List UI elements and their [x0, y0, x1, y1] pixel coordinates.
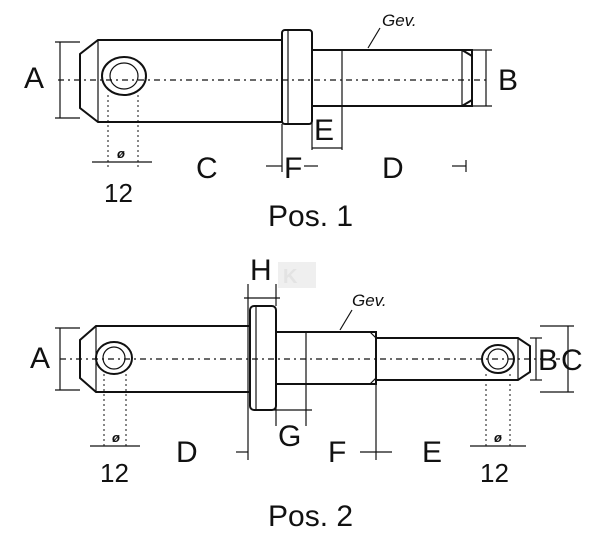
- pos1-cross-hole: [101, 56, 147, 96]
- pos2-label-d: D: [176, 436, 198, 469]
- pos2-label-g: G: [278, 420, 301, 453]
- pos1-label-d: D: [382, 152, 404, 185]
- pos2-drawing: [55, 284, 574, 460]
- pos2-label-e: E: [422, 436, 442, 469]
- pos1-label-c: C: [196, 152, 218, 185]
- pos1-label-f: F: [284, 152, 302, 185]
- pos2-label-c: C: [561, 344, 583, 377]
- svg-text:K: K: [283, 266, 298, 288]
- watermark-logo: K: [278, 262, 316, 288]
- pos2-thread-label: Gev.: [352, 291, 387, 310]
- pos1-label-a: A: [24, 62, 44, 95]
- pos2-hole-size-right: 12: [480, 458, 509, 488]
- pos2-left-cross-hole: [95, 341, 133, 375]
- pos1-thread-label: Gev.: [382, 11, 417, 30]
- pos1-collar: [281, 29, 313, 125]
- pos2-label-b: B: [538, 344, 558, 377]
- pos2-label-f: F: [328, 436, 346, 469]
- pos2-label-h: H: [250, 254, 272, 287]
- pos1-label-b: B: [498, 64, 518, 97]
- pos2-caption: Pos. 2: [268, 500, 353, 533]
- pos1-hole-size: 12: [104, 178, 133, 208]
- pos2-hole-size-left: 12: [100, 458, 129, 488]
- pos2-threaded-section: [275, 331, 377, 385]
- pos1-pin-body: [79, 39, 283, 123]
- pos2-diameter-symbol-right: ø: [494, 430, 502, 445]
- pos2-collar: [249, 305, 277, 411]
- pos2-diameter-symbol-left: ø: [112, 430, 120, 445]
- pos1-label-e: E: [314, 114, 334, 147]
- pos2-label-a: A: [30, 342, 50, 375]
- pos1-diameter-symbol: ø: [117, 146, 125, 161]
- pos1-drawing: [55, 27, 492, 172]
- pos1-threaded-shank: [311, 49, 473, 107]
- pos1-caption: Pos. 1: [268, 200, 353, 233]
